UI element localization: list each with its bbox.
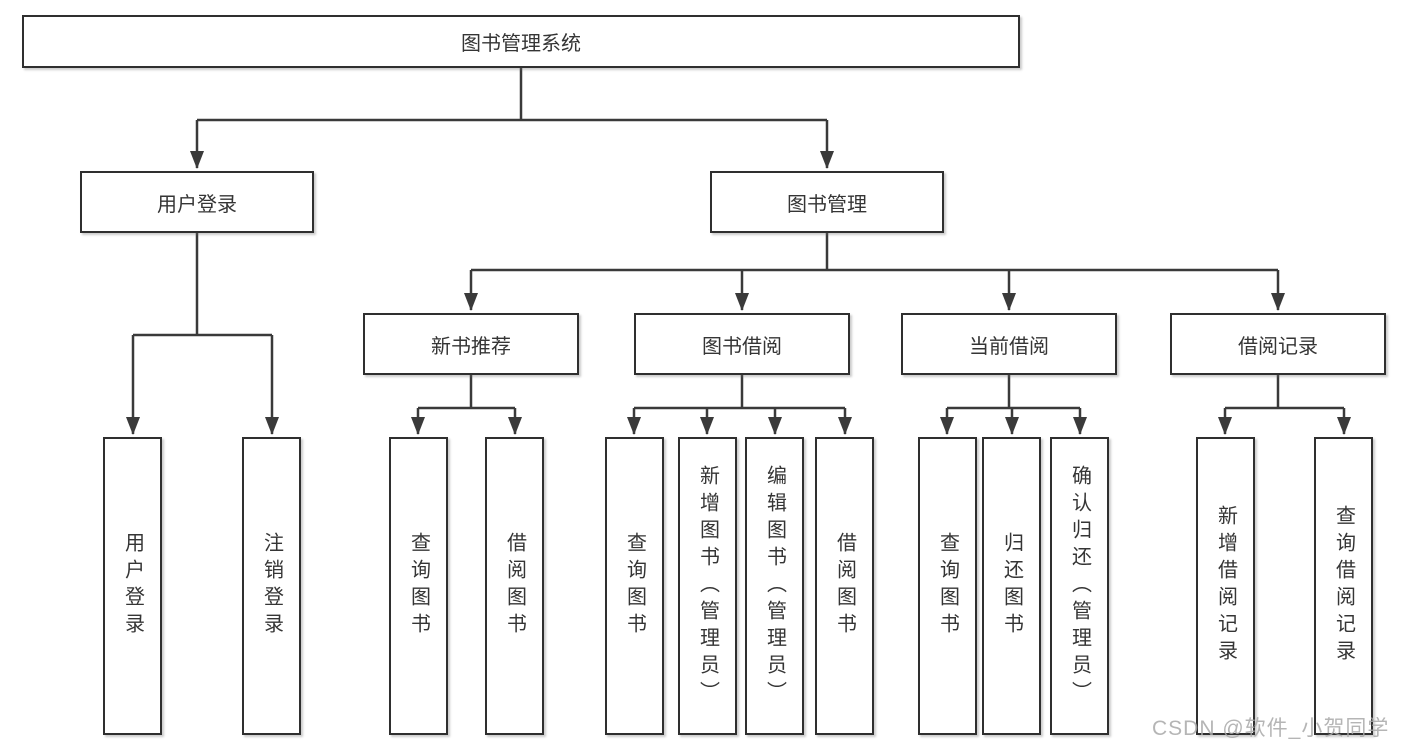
edges-book-management	[464, 233, 1285, 311]
leaf-add-books-admin: 新增图书（管理员）	[678, 437, 737, 735]
leaf-borrow-books-recommend: 借阅图书	[485, 437, 544, 735]
edges-new-book-recommend	[411, 375, 522, 435]
node-label: 归还图书	[1000, 532, 1023, 640]
leaf-query-books-recommend: 查询图书	[389, 437, 448, 735]
node-user-login: 用户登录	[80, 171, 314, 233]
edges-root	[190, 68, 834, 169]
leaf-user-login: 用户登录	[103, 437, 162, 735]
edges-current-borrow	[940, 375, 1087, 435]
node-label: 查询图书	[623, 532, 646, 640]
node-label: 新增图书（管理员）	[696, 464, 719, 708]
node-label: 图书管理系统	[461, 33, 581, 55]
node-label: 用户登录	[157, 193, 237, 216]
node-label: 新书推荐	[431, 335, 511, 358]
leaf-query-books-borrow: 查询图书	[605, 437, 664, 735]
node-new-book-recommend: 新书推荐	[363, 313, 579, 375]
node-label: 查询图书	[936, 532, 959, 640]
node-current-borrow: 当前借阅	[901, 313, 1117, 375]
leaf-return-books: 归还图书	[982, 437, 1041, 735]
leaf-borrow-books: 借阅图书	[815, 437, 874, 735]
node-library-management-system: 图书管理系统	[22, 15, 1020, 68]
edges-borrow-records	[1218, 375, 1351, 435]
edges-user-login	[126, 233, 279, 435]
node-borrow-records: 借阅记录	[1170, 313, 1386, 375]
node-book-management: 图书管理	[710, 171, 944, 233]
leaf-logout: 注销登录	[242, 437, 301, 735]
leaf-query-books-current: 查询图书	[918, 437, 977, 735]
leaf-confirm-return-admin: 确认归还（管理员）	[1050, 437, 1109, 735]
node-label: 注销登录	[260, 532, 283, 640]
edges-book-borrow	[627, 375, 852, 435]
node-label: 图书借阅	[702, 335, 782, 358]
node-label: 借阅记录	[1238, 335, 1318, 358]
node-label: 用户登录	[121, 532, 144, 640]
node-label: 查询图书	[407, 532, 430, 640]
node-label: 编辑图书（管理员）	[763, 464, 786, 708]
leaf-edit-books-admin: 编辑图书（管理员）	[745, 437, 804, 735]
node-label: 图书管理	[787, 193, 867, 216]
csdn-watermark: CSDN @软件_小贺同学	[1152, 717, 1390, 740]
node-label: 查询借阅记录	[1332, 505, 1355, 667]
node-label: 确认归还（管理员）	[1068, 464, 1091, 708]
node-label: 当前借阅	[969, 335, 1049, 358]
node-label: 借阅图书	[503, 532, 526, 640]
leaf-query-borrow-record: 查询借阅记录	[1314, 437, 1373, 735]
node-label: 借阅图书	[833, 532, 856, 640]
node-book-borrow: 图书借阅	[634, 313, 850, 375]
leaf-add-borrow-record: 新增借阅记录	[1196, 437, 1255, 735]
node-label: 新增借阅记录	[1214, 505, 1237, 667]
